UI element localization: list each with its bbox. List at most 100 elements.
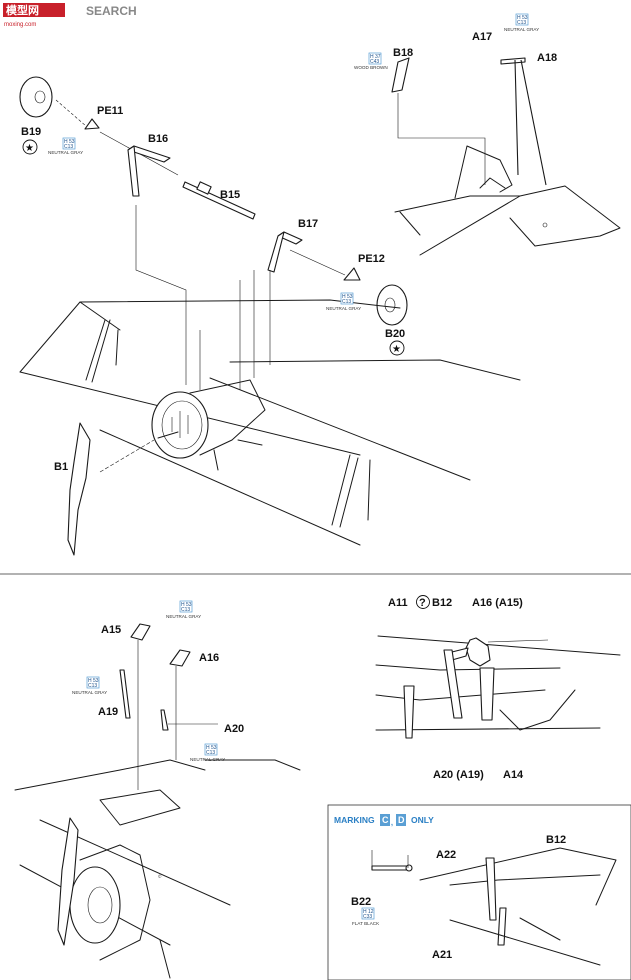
- b22-part: [371, 865, 409, 871]
- engine-hub: [87, 886, 113, 924]
- star-icon-b19: [22, 139, 38, 155]
- interplane-struts: [331, 454, 371, 528]
- b20-hub: [384, 297, 396, 313]
- svg-text:H 53: H 53: [88, 678, 99, 684]
- watermark-logo-box: [3, 3, 65, 17]
- upper-wing-rear: [204, 759, 301, 771]
- upper-wing-leading: [19, 299, 401, 373]
- b1-propeller: [67, 422, 91, 556]
- label-b1: B1: [54, 461, 68, 473]
- marking-inset-box: [327, 804, 631, 980]
- paint-callout-pe12: H 53 C13 NEUTRAL GRAY: [326, 292, 361, 311]
- label-a11: A11: [388, 597, 408, 609]
- label-a20: A20: [224, 723, 244, 735]
- a16-strut-detail: [465, 637, 491, 667]
- fuselage-lines: [19, 819, 231, 946]
- svg-text:C13: C13: [181, 607, 190, 613]
- strut-guides: [239, 270, 271, 390]
- cabane-strut-left: [85, 319, 111, 383]
- tailplane: [394, 185, 621, 247]
- label-a20-a19: A20 (A19): [433, 769, 484, 781]
- a17-part: [500, 57, 526, 65]
- b22-knob: [405, 864, 413, 872]
- tail-assembly-step: [391, 57, 621, 256]
- star-icon-b20: [389, 340, 405, 356]
- svg-text:NEUTRAL GRAY: NEUTRAL GRAY: [72, 690, 107, 695]
- tail-fin: [454, 145, 513, 199]
- svg-text:H 53: H 53: [206, 745, 217, 751]
- a20-strut-detail: [443, 649, 463, 719]
- label-a18: A18: [537, 52, 557, 64]
- b18-part: [391, 57, 410, 93]
- svg-text:C13: C13: [206, 750, 215, 756]
- b22-guides: [371, 850, 409, 868]
- pe11-part: [84, 118, 100, 130]
- label-a14: A14: [503, 769, 524, 781]
- svg-text:NEUTRAL GRAY: NEUTRAL GRAY: [166, 614, 201, 619]
- label-b19: B19: [21, 126, 41, 138]
- svg-text:C13: C13: [342, 299, 351, 305]
- inset-lower-lines: [449, 917, 601, 966]
- watermark-site-text: SEARCH: [86, 4, 137, 18]
- label-a17: A17: [472, 31, 492, 43]
- small-label-c: ©: [158, 873, 162, 879]
- b16-strut-leg: [127, 145, 140, 197]
- marking-separator: ,: [391, 820, 393, 827]
- a15-part: [130, 623, 151, 641]
- star-markers: ★ ★: [22, 139, 405, 356]
- cockpit-detail-step: [327, 635, 631, 980]
- engine-cowl-inner: [161, 400, 203, 450]
- paint-callouts: H 53 C13 NEUTRAL GRAY H 53 C13 NEUTRAL G…: [48, 13, 539, 926]
- fuselage-bottom-line: [375, 727, 601, 731]
- b19-hub: [34, 90, 46, 104]
- star-b20: ★: [392, 344, 401, 355]
- b17-strut-leg: [267, 231, 285, 273]
- svg-text:C13: C13: [88, 683, 97, 689]
- marking-suffix: ONLY: [411, 815, 434, 825]
- cockpit-strut-step: ©: [14, 623, 301, 979]
- label-b17: B17: [298, 218, 318, 230]
- lower-cowl-lines: [213, 439, 263, 471]
- upper-wing-line: [377, 635, 621, 656]
- watermark-logo: 模型网: [6, 3, 39, 17]
- label-a16: A16: [199, 652, 219, 664]
- part-labels: B19 PE11 B16 B15 B17 PE12 B20 B1 B18 A17…: [21, 31, 566, 961]
- svg-text:H 53: H 53: [517, 15, 528, 21]
- paint-callout-b22: H 12 C33 FLAT BLACK: [352, 907, 380, 926]
- a15-a16-guides: [137, 640, 177, 790]
- engine-assembly-step: [19, 76, 521, 556]
- label-pe12: PE12: [358, 253, 385, 265]
- marking-letter-box-1: [380, 814, 390, 826]
- svg-text:WOOD BROWN: WOOD BROWN: [354, 65, 388, 70]
- marking-prefix: MARKING: [334, 815, 375, 825]
- prop-shaft: [157, 431, 179, 439]
- star-b19: ★: [25, 143, 34, 154]
- marking-letter-2: D: [398, 815, 405, 825]
- label-b18: B18: [393, 47, 413, 59]
- label-b12: B12: [432, 597, 452, 609]
- pe12-part: [343, 267, 361, 281]
- pe11-arrow: [55, 99, 87, 127]
- windscreen-line: [487, 639, 549, 643]
- lower-wing: [99, 359, 521, 546]
- b20-wheel-disc: [376, 284, 408, 326]
- a21-part: [497, 907, 507, 946]
- svg-text:FLAT BLACK: FLAT BLACK: [352, 921, 380, 926]
- a18-guides: [514, 59, 547, 186]
- b19-wheel-disc: [19, 76, 53, 118]
- a11-piece: [451, 647, 469, 661]
- label-b15: B15: [220, 189, 240, 201]
- b16-guide: [135, 205, 187, 385]
- watermark: 模型网 SEARCH moxing.com: [3, 3, 137, 28]
- paint-callout-a20: H 53 C13 NEUTRAL GRAY: [190, 743, 225, 762]
- b15-block: [196, 181, 212, 195]
- optional-symbol: ?: [419, 597, 426, 609]
- cockpit-curve: [499, 689, 576, 731]
- label-b12-inset: B12: [546, 834, 566, 846]
- b1-arrow: [99, 439, 155, 473]
- label-a22: A22: [436, 849, 456, 861]
- svg-text:H 53: H 53: [181, 602, 192, 608]
- upper-wing-surface: [14, 759, 206, 791]
- b15-axle: [182, 181, 256, 220]
